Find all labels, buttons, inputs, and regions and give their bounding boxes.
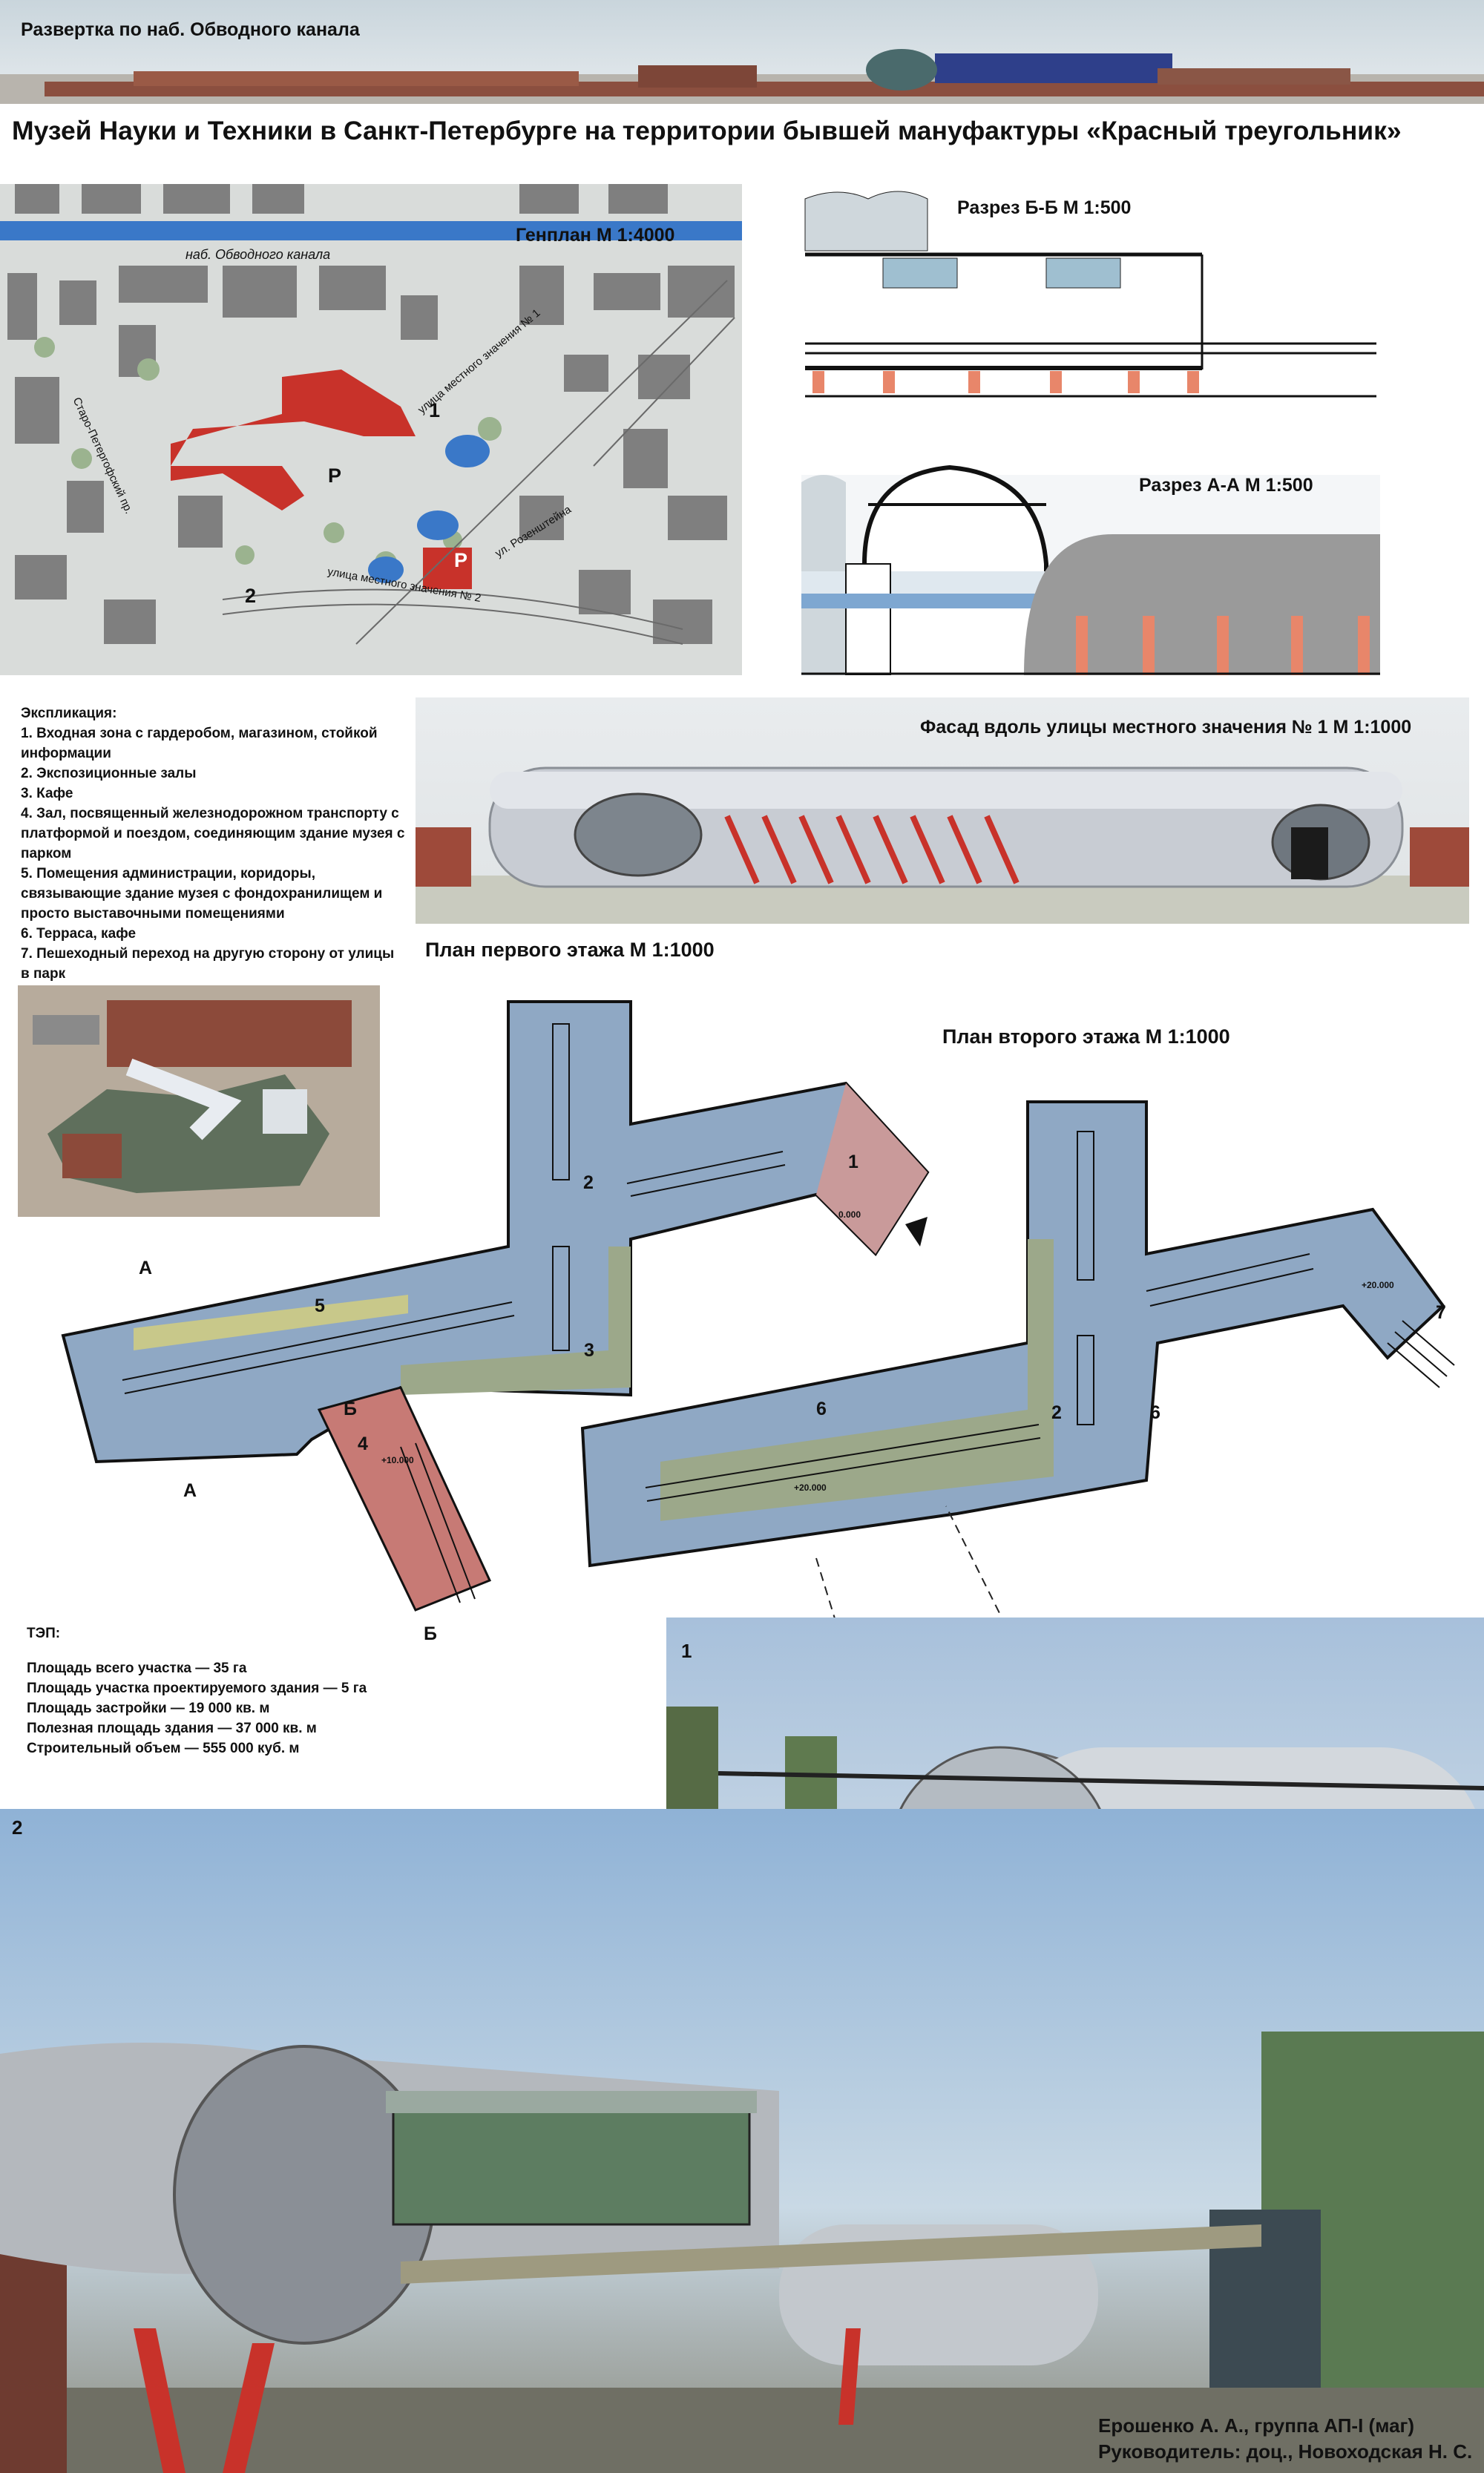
- street-obvodny-label: наб. Обводного канала: [186, 247, 331, 262]
- cut-b-top: Б: [344, 1399, 357, 1419]
- tep-item: Площадь участка проектируемого здания — …: [27, 1681, 367, 1696]
- plan2-level-left: +20.000: [794, 1482, 827, 1493]
- tep-item: Площадь всего участка — 35 га: [27, 1661, 247, 1676]
- section-aa-drawing: [801, 464, 1380, 675]
- tep: ТЭП: Площадь всего участка — 35 га Площа…: [27, 1623, 427, 1758]
- site-plan-drawing: [0, 184, 742, 645]
- explication-item: 4. Зал, посвященный железнодорожном тран…: [21, 806, 405, 861]
- perspective-render-2: 2 Ерошенко А. А., группа АП-I (маг) Руко…: [0, 1809, 1484, 2473]
- credits-author: Ерошенко А. А., группа АП-I (маг): [1098, 2414, 1415, 2437]
- cut-a-bottom: А: [183, 1480, 197, 1501]
- plan2-caption: План второго этажа М 1:1000: [942, 1025, 1230, 1048]
- credits-supervisor: Руководитель: доц., Новоходская Н. С.: [1098, 2440, 1473, 2463]
- floor-plans: 1 0.000 2 3 4 +10.000 5 А А Б Б 2 6 6 7 …: [0, 994, 1484, 1647]
- genplan-map: Генплан М 1:4000 наб. Обводного канала у…: [0, 184, 742, 675]
- render-2-label: 2: [12, 1816, 23, 1839]
- section-aa: Разрез А-А М 1:500: [801, 453, 1380, 675]
- top-strip-caption: Развертка по наб. Обводного канала: [21, 19, 360, 40]
- plan1-level-entry: 0.000: [838, 1209, 861, 1220]
- plan2-zone-2: 2: [1051, 1402, 1062, 1423]
- credits: Ерошенко А. А., группа АП-I (маг) Руково…: [1098, 2414, 1472, 2463]
- plan1-level-hall: +10.000: [381, 1455, 414, 1465]
- tep-item: Полезная площадь здания — 37 000 кв. м: [27, 1721, 317, 1736]
- plan1-caption: План первого этажа М 1:1000: [425, 939, 715, 961]
- render-2-drawing: [0, 2032, 1484, 2473]
- facade-drawing: [416, 766, 1469, 924]
- tep-item: Строительный объем — 555 000 куб. м: [27, 1741, 300, 1756]
- plan2-level-right: +20.000: [1362, 1280, 1394, 1290]
- tep-heading: ТЭП:: [27, 1626, 61, 1641]
- explication-item: 5. Помещения администрации, коридоры, св…: [21, 866, 383, 922]
- aerial-drawing: [33, 1000, 352, 1193]
- plan1-zone-1: 1: [848, 1152, 858, 1172]
- cut-a-top: А: [139, 1258, 153, 1278]
- view-mark-1: 1: [429, 399, 441, 421]
- page-title: Музей Науки и Техники в Санкт-Петербурге…: [12, 116, 1402, 145]
- plan2-zone-6-right: 6: [1150, 1402, 1160, 1423]
- aerial-render: [18, 985, 380, 1217]
- render-1-label: 1: [681, 1640, 692, 1662]
- top-strip: Развертка по наб. Обводного канала: [0, 0, 1484, 104]
- view-mark-2: 2: [245, 585, 257, 607]
- explication: Экспликация: 1. Входная зона с гардеробо…: [21, 703, 407, 984]
- facade-caption: Фасад вдоль улицы местного значения № 1 …: [920, 717, 1412, 738]
- section-bb-drawing: [804, 191, 1376, 398]
- explication-item: 6. Терраса, кафе: [21, 926, 137, 942]
- explication-item: 1. Входная зона с гардеробом, магазином,…: [21, 726, 378, 761]
- parking-label-2: Р: [454, 549, 468, 571]
- plan1-zone-2: 2: [583, 1172, 594, 1193]
- section-bb-caption: Разрез Б-Б М 1:500: [957, 197, 1132, 218]
- section-aa-caption: Разрез А-А М 1:500: [1139, 475, 1313, 496]
- plan2-zone-7: 7: [1436, 1302, 1446, 1323]
- section-bb: Разрез Б-Б М 1:500: [801, 184, 1380, 407]
- genplan-caption: Генплан М 1:4000: [516, 225, 675, 246]
- explication-heading: Экспликация:: [21, 706, 117, 721]
- plan1-zone-5: 5: [315, 1295, 325, 1316]
- tep-item: Площадь застройки — 19 000 кв. м: [27, 1701, 270, 1716]
- plan1-zone-3: 3: [584, 1340, 594, 1361]
- parking-label-1: Р: [328, 464, 342, 487]
- explication-item: 2. Экспозиционные залы: [21, 766, 197, 781]
- explication-item: 7. Пешеходный переход на другую сторону …: [21, 946, 395, 982]
- embankment-elevation: [0, 49, 1484, 104]
- plan1-zone-4: 4: [358, 1433, 368, 1454]
- facade-render: Фасад вдоль улицы местного значения № 1 …: [416, 697, 1469, 924]
- cut-b-bottom: Б: [424, 1623, 437, 1644]
- floor-plans-drawing: [61, 1000, 1455, 1647]
- plan2-zone-6-left: 6: [816, 1399, 827, 1419]
- explication-item: 3. Кафе: [21, 786, 73, 801]
